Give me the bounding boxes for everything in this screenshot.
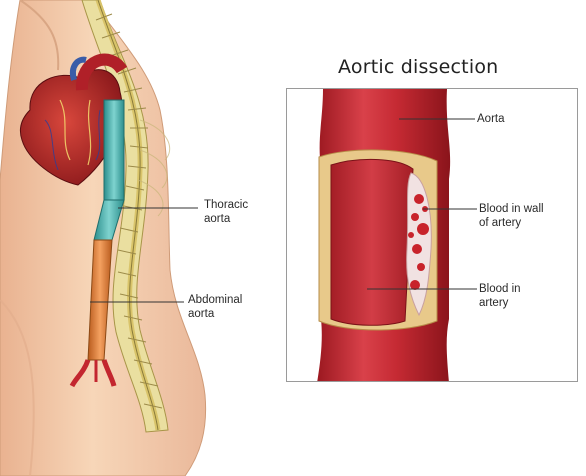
artery-cross-section bbox=[287, 89, 578, 382]
dissection-panel: Aorta Blood in wall of artery Blood in a… bbox=[286, 88, 578, 382]
thoracic-aorta-label: Thoracic aorta bbox=[204, 198, 248, 226]
figure-title: Aortic dissection bbox=[338, 56, 498, 78]
body-illustration bbox=[0, 0, 300, 476]
blood-in-wall-label: Blood in wall of artery bbox=[479, 202, 544, 230]
thoracic-aorta bbox=[104, 100, 124, 200]
aorta-label: Aorta bbox=[477, 112, 505, 126]
blood-in-artery-label: Blood in artery bbox=[479, 282, 521, 310]
abdominal-aorta-label: Abdominal aorta bbox=[188, 293, 242, 321]
